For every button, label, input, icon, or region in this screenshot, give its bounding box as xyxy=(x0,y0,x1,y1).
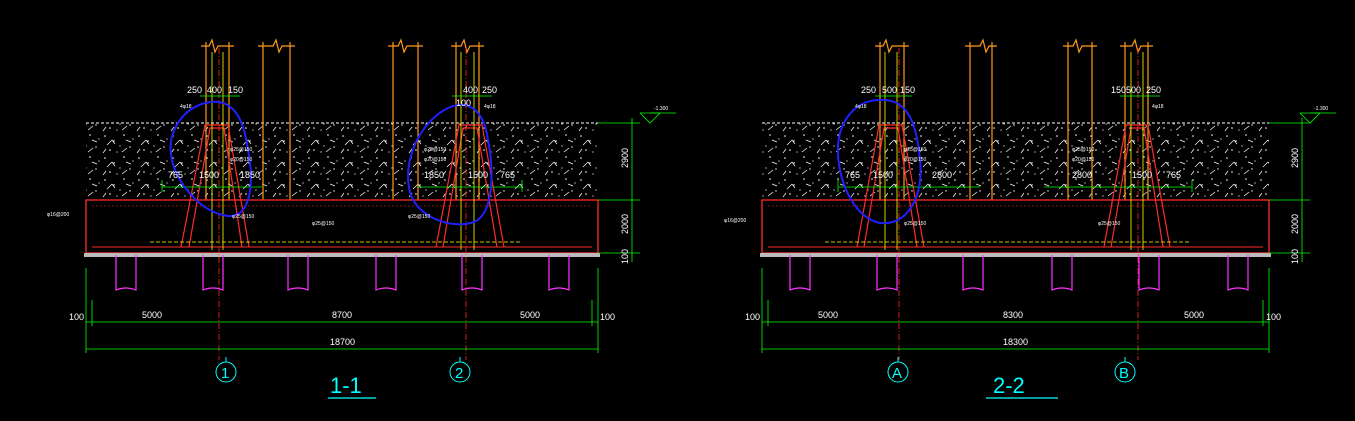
axis-label-b: B xyxy=(1119,365,1129,382)
columns-left xyxy=(201,38,484,200)
piles-left xyxy=(115,255,570,291)
rebar-label-l-5: φ25@150 xyxy=(232,214,254,220)
dim-top-r-4: 150 xyxy=(1111,85,1126,95)
dimensions-left xyxy=(85,95,676,353)
rebar-label-r-2: φ20@150 xyxy=(904,157,926,163)
rebar-label-l-6: φ25@150 xyxy=(312,221,334,227)
dim-top-r-6: 250 xyxy=(1146,85,1161,95)
dim-mid-l-2: 1500 xyxy=(199,170,219,180)
height-l-3: 100 xyxy=(620,249,630,264)
dimensions-right xyxy=(761,95,1336,353)
rebar-label-l-7: φ25@150 xyxy=(408,214,430,220)
dim-bot-r-1: 100 xyxy=(745,312,760,322)
dim-top-l-5: 400 xyxy=(463,85,478,95)
dim-mid-r-4: 2800 xyxy=(1072,170,1092,180)
dim-top-l-1: 250 xyxy=(187,85,202,95)
rebar-label-l-3: φ25@150 xyxy=(424,147,446,153)
dim-top-r-2: 500 xyxy=(882,85,897,95)
rebar-label-l-9: 4φ18 xyxy=(180,104,192,110)
dim-top-l-4: 100 xyxy=(456,98,471,108)
pedestals-right xyxy=(856,124,1171,248)
axis-label-a: A xyxy=(892,365,902,382)
blinding-right xyxy=(760,253,1271,257)
dim-top-r-5: 500 xyxy=(1126,85,1141,95)
columns-right xyxy=(875,38,1153,200)
dim-mid-r-2: 1500 xyxy=(873,170,893,180)
dim-top-r-1: 250 xyxy=(861,85,876,95)
dim-bot-r-3: 8300 xyxy=(1003,310,1023,320)
height-r-2: 2000 xyxy=(1290,214,1300,234)
height-r-1: 2900 xyxy=(1290,148,1300,168)
dim-mid-r-6: 765 xyxy=(1166,170,1181,180)
dim-mid-l-6: 765 xyxy=(500,170,515,180)
piles-right xyxy=(789,255,1249,291)
pedestals-left xyxy=(180,124,505,248)
rebar-label-r-5: φ25@150 xyxy=(904,221,926,227)
dim-bot-r-2: 5000 xyxy=(818,310,838,320)
dim-bot-l-4: 5000 xyxy=(520,310,540,320)
dim-bot-l-2: 5000 xyxy=(142,310,162,320)
dim-bot-r-4: 5000 xyxy=(1184,310,1204,320)
dim-bot-l-1: 100 xyxy=(69,312,84,322)
rebar-label-l-8: φ16@200 xyxy=(47,212,69,218)
dim-mid-r-3: 2800 xyxy=(932,170,952,180)
rebar-label-r-3: φ25@150 xyxy=(1072,147,1094,153)
dim-top-l-3: 150 xyxy=(228,85,243,95)
dim-total-l: 18700 xyxy=(330,337,355,347)
dim-mid-l-3: 1850 xyxy=(240,170,260,180)
dim-mid-l-5: 1500 xyxy=(468,170,488,180)
level-r: -1.300 xyxy=(1314,106,1328,112)
dim-mid-l-4: 1850 xyxy=(424,170,444,180)
rebar-left xyxy=(150,52,520,250)
rebar-label-l-2: φ20@150 xyxy=(230,157,252,163)
section-1-1: 250 400 150 100 400 250 765 1500 1850 18… xyxy=(47,38,676,399)
raft-left xyxy=(85,199,599,254)
rebar-label-r-9: 4φ18 xyxy=(1152,104,1164,110)
axis-label-1: 1 xyxy=(221,365,229,382)
height-r-3: 100 xyxy=(1290,249,1300,264)
dim-total-r: 18300 xyxy=(1003,337,1028,347)
rebar-label-l-4: φ20@150 xyxy=(424,157,446,163)
markup-circle-right-1 xyxy=(836,98,922,225)
rebar-label-r-4: φ20@150 xyxy=(1072,157,1094,163)
level-l: -1.300 xyxy=(654,106,668,112)
dim-bot-r-5: 100 xyxy=(1266,312,1281,322)
dim-bot-l-5: 100 xyxy=(600,312,615,322)
dim-mid-r-1: 765 xyxy=(845,170,860,180)
raft-right xyxy=(761,199,1270,254)
rebar-label-r-1: φ25@150 xyxy=(904,147,926,153)
rebar-label-r-6: φ25@150 xyxy=(1098,221,1120,227)
dim-mid-r-5: 1500 xyxy=(1132,170,1152,180)
dim-mid-l-1: 765 xyxy=(168,170,183,180)
blinding-left xyxy=(84,253,600,257)
markup-circle-left-1 xyxy=(169,100,252,218)
axis-label-2: 2 xyxy=(455,365,463,382)
height-l-2: 2000 xyxy=(620,214,630,234)
section-title-2-2: 2-2 xyxy=(993,373,1025,398)
dim-top-l-6: 250 xyxy=(482,85,497,95)
dim-top-l-2: 400 xyxy=(207,85,222,95)
markup-circle-left-2 xyxy=(407,103,493,226)
dim-top-r-3: 150 xyxy=(900,85,915,95)
dim-bot-l-3: 8700 xyxy=(332,310,352,320)
rebar-right xyxy=(825,52,1190,250)
rebar-label-l-1: φ25@150 xyxy=(230,147,252,153)
height-l-1: 2900 xyxy=(620,148,630,168)
rebar-label-r-8: 4φ18 xyxy=(855,104,867,110)
rebar-label-r-7: φ16@200 xyxy=(724,218,746,224)
rebar-label-l-10: 4φ18 xyxy=(484,104,496,110)
section-2-2: 250 500 150 150 500 250 765 1500 2800 28… xyxy=(724,38,1336,399)
section-title-1-1: 1-1 xyxy=(330,373,362,398)
soil-fill-left xyxy=(86,123,598,200)
